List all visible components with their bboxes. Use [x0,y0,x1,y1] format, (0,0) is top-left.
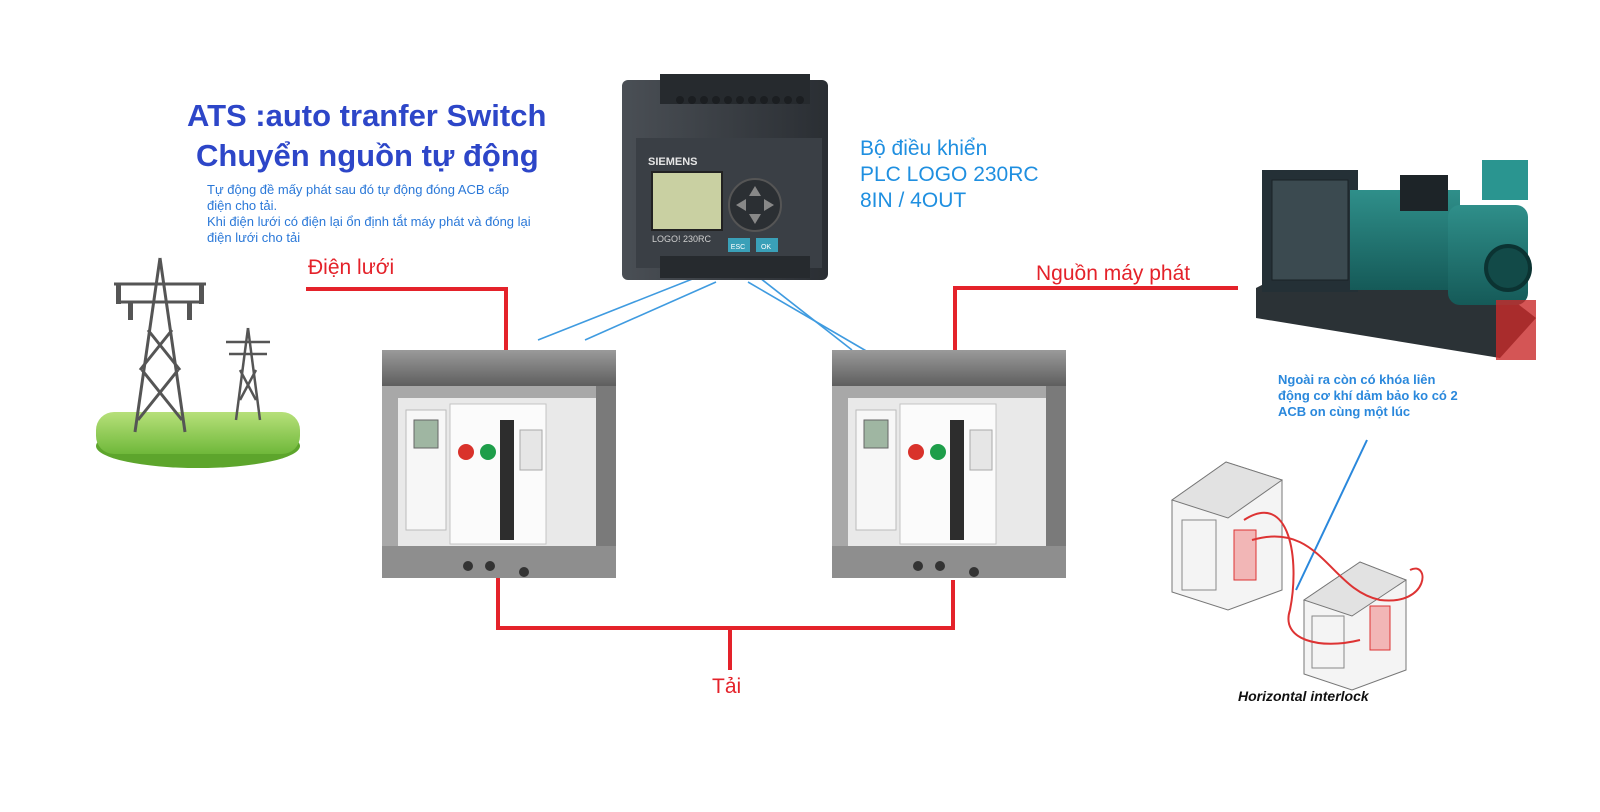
diagram-subtitle: Chuyển nguồn tự động [196,138,539,173]
interlock-caption: Horizontal interlock [1238,688,1369,704]
plc-ok-label: OK [761,244,771,251]
interlock-note: Ngoài ra còn có khóa liên động cơ khí dả… [1278,372,1458,419]
plc-brand-label: SIEMENS [648,156,698,168]
generator-source-label: Nguồn máy phát [1036,262,1191,285]
plc-line-1: Bộ điều khiển [860,137,988,160]
generator-icon [1256,160,1536,360]
grid-source-label: Điện lưới [308,256,395,279]
acb-breaker-icon [382,350,616,578]
load-label: Tải [712,675,742,698]
plc-icon: ESC OK SIEMENS LOGO! 230RC [622,74,828,280]
generator-power-line [953,286,1238,352]
plc-line-2: PLC LOGO 230RC [860,163,1039,186]
description-block: Tự động đề mấy phát sau đó tự động đóng … [207,182,537,246]
power-tower-icon [96,257,300,468]
power-wiring [306,286,1238,670]
signal-wiring [537,275,869,353]
load-bus-line [496,578,955,630]
plc-line-3: 8IN / 4OUT [860,189,967,212]
description-line-2: Khi điện lưới có điện lại ổn định tắt má… [207,214,531,245]
plc-model-label: LOGO! 230RC [652,234,712,244]
grid-power-line [306,287,508,350]
acb-breaker-icon [832,350,1066,578]
diagram-title: ATS :auto tranfer Switch [187,98,547,133]
description-line-1: Tự động đề mấy phát sau đó tự động đóng … [207,182,510,213]
interlock-icon [1170,439,1424,691]
plc-description: Bộ điều khiển PLC LOGO 230RC 8IN / 4OUT [860,136,1039,214]
plc-esc-label: ESC [731,244,745,251]
